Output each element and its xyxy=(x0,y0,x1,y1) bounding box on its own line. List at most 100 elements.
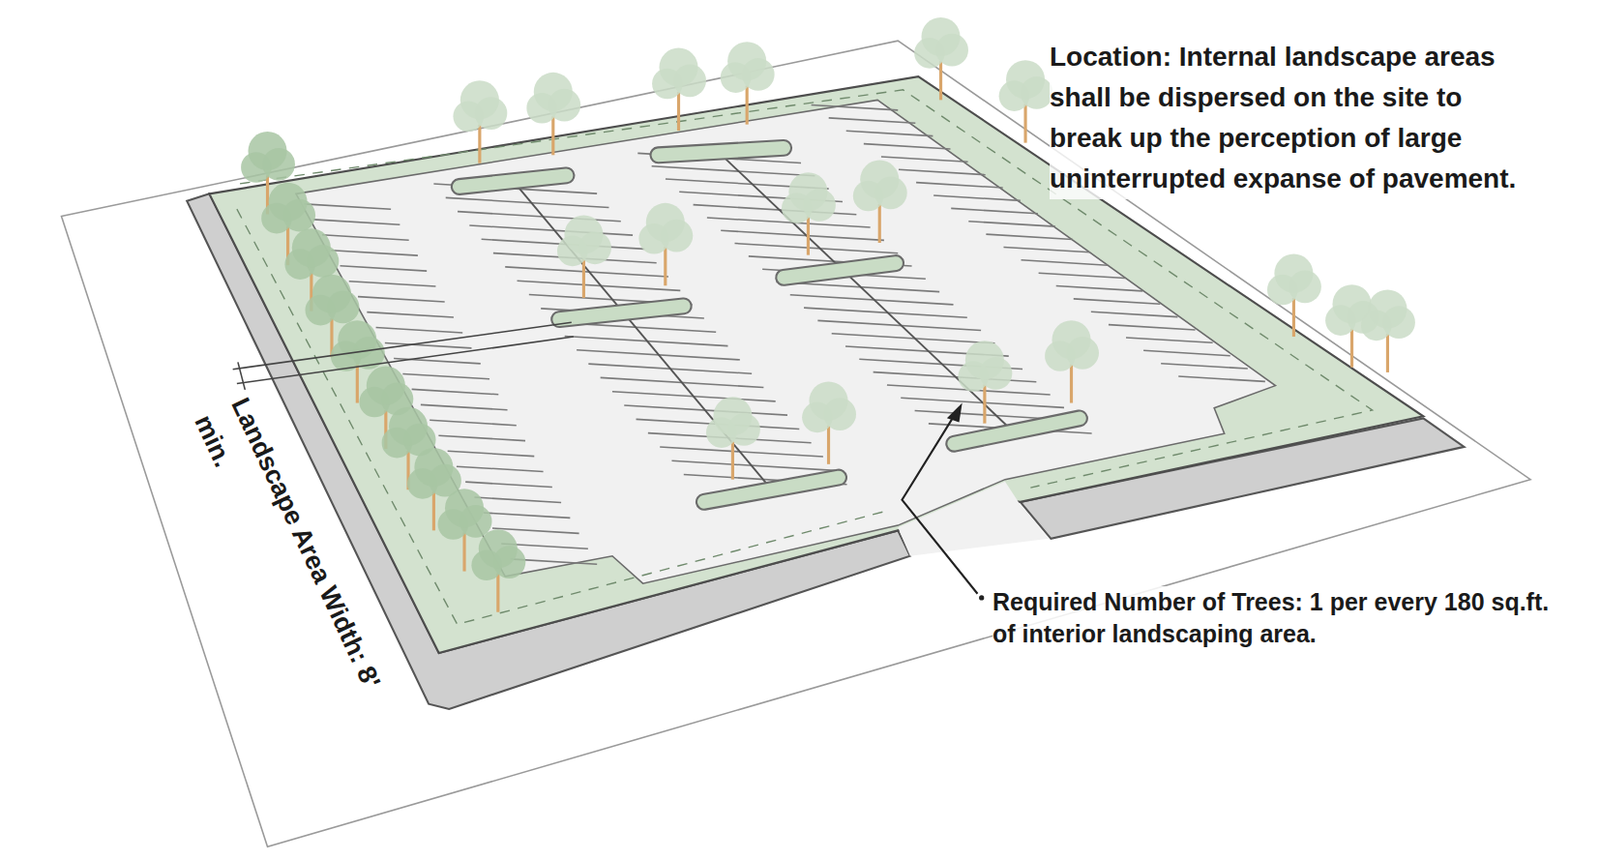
tree-canopy xyxy=(859,160,899,200)
stall-stripe xyxy=(881,156,969,162)
tree-canopy xyxy=(388,407,428,446)
island-curb xyxy=(559,305,684,320)
tree-trunk xyxy=(878,204,882,243)
tree-trunk xyxy=(462,532,466,571)
stall-stripe xyxy=(465,481,553,487)
stall-stripe xyxy=(863,144,951,149)
stall-stripe xyxy=(1143,350,1231,356)
tree-canopy xyxy=(366,366,406,406)
stall-stripe xyxy=(1038,272,1126,278)
stall-stripe xyxy=(322,235,410,240)
stall-stripe xyxy=(950,207,1038,213)
stall-stripe xyxy=(985,234,1073,239)
stall-stripe xyxy=(933,195,1021,201)
island-curb xyxy=(953,417,1080,444)
tree-trunk xyxy=(355,363,359,403)
dimension-line xyxy=(237,336,574,385)
tree-trunk xyxy=(677,91,681,131)
tree-trunk xyxy=(827,425,830,465)
tree-canopy xyxy=(965,340,1005,380)
tree-trunk xyxy=(663,246,667,286)
tree-trunk xyxy=(1386,333,1390,373)
tree-trunk xyxy=(496,573,500,613)
callout-note: Required Number of Trees: 1 per every 18… xyxy=(992,586,1573,651)
tree-trunk xyxy=(939,60,943,100)
island-planting xyxy=(559,305,684,320)
entrance-pavement xyxy=(897,481,1049,557)
callout-note: Location: Internal landscape areas shall… xyxy=(1049,36,1534,200)
island-planting xyxy=(657,148,784,155)
tree-canopy xyxy=(1051,320,1091,359)
tree-trunk xyxy=(432,491,436,531)
tree-canopy xyxy=(444,488,484,528)
divider-line xyxy=(515,183,768,485)
tree-trunk xyxy=(806,216,810,256)
leader-line xyxy=(901,414,978,594)
stall-stripe xyxy=(330,250,418,256)
stall-stripe xyxy=(474,497,562,503)
stall-stripe xyxy=(659,446,824,457)
stall-stripe xyxy=(811,105,899,111)
tree-canopy xyxy=(658,48,698,88)
tree-canopy xyxy=(247,131,287,171)
tree-canopy xyxy=(808,381,848,420)
tree-canopy xyxy=(1274,254,1313,294)
tree-trunk xyxy=(551,116,555,155)
stall-stripe xyxy=(1056,286,1144,292)
stall-stripe xyxy=(429,419,517,425)
stall-stripe xyxy=(1073,298,1161,304)
stall-stripe xyxy=(1021,260,1109,266)
stall-stripe xyxy=(829,118,917,123)
tree-trunk xyxy=(1350,328,1354,368)
tree-canopy xyxy=(1367,289,1407,328)
stall-stripe xyxy=(357,296,445,302)
tree-canopy xyxy=(312,274,352,314)
stall-stripe xyxy=(1178,376,1266,382)
stall-stripe xyxy=(402,373,490,379)
tree-canopy xyxy=(727,41,767,81)
tree-trunk xyxy=(477,124,481,164)
island-planting xyxy=(459,175,567,187)
stall-stripe xyxy=(366,312,454,318)
stall-stripe xyxy=(349,281,437,287)
tree-trunk xyxy=(1069,363,1073,403)
tree-canopy xyxy=(563,215,603,255)
stall-stripe xyxy=(1108,325,1196,330)
tree-canopy xyxy=(712,396,752,436)
island-planting xyxy=(953,417,1080,444)
tree-canopy xyxy=(920,17,960,57)
island-curb xyxy=(704,477,839,503)
label-text: Location: Internal landscape areas shall… xyxy=(1049,41,1516,194)
island-curb xyxy=(657,148,784,155)
island-curb xyxy=(783,263,896,278)
island-planting xyxy=(704,477,839,503)
stall-stripe xyxy=(1160,363,1248,369)
tree-canopy xyxy=(268,182,308,222)
stall-stripe xyxy=(420,404,508,410)
stall-stripe xyxy=(1091,311,1179,317)
stall-stripe xyxy=(303,204,391,209)
stall-stripe xyxy=(1003,246,1091,252)
tree-canopy xyxy=(414,447,453,487)
stall-stripe xyxy=(313,219,401,225)
tree-canopy xyxy=(1006,59,1045,99)
leader-dot xyxy=(978,594,984,600)
stall-stripe xyxy=(385,343,473,349)
island-curb xyxy=(459,175,567,187)
stall-stripe xyxy=(817,320,981,330)
tree-trunk xyxy=(1023,104,1027,144)
tree-canopy xyxy=(292,228,331,267)
leader-arrowhead xyxy=(947,403,963,423)
stall-stripe xyxy=(968,221,1056,227)
label-text: Required Number of Trees: 1 per every 18… xyxy=(992,588,1549,648)
tree-trunk xyxy=(582,259,586,298)
stall-stripe xyxy=(340,266,428,271)
tree-canopy xyxy=(788,172,828,211)
stall-stripe xyxy=(447,450,535,456)
tree-trunk xyxy=(1292,297,1296,337)
dimension-tick xyxy=(237,361,245,389)
stall-stripe xyxy=(846,130,934,136)
stall-stripe xyxy=(438,435,526,441)
tree-trunk xyxy=(745,86,749,125)
stall-stripe xyxy=(483,512,571,518)
